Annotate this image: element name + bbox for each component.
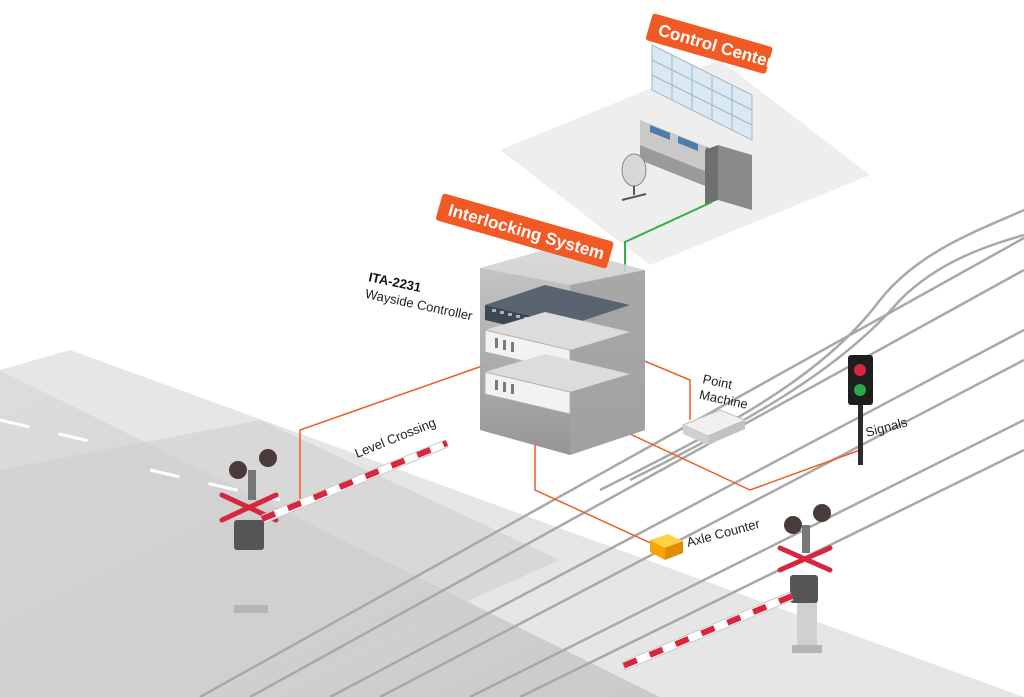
signals-label: Signals [864, 414, 910, 440]
banner-background [645, 13, 773, 74]
point-machine [681, 409, 747, 445]
point-machine-label: Point Machine [698, 371, 749, 412]
control-center [621, 44, 753, 210]
banner-background [435, 193, 614, 269]
signal-green-light [854, 384, 866, 396]
signal-red-light [854, 364, 866, 376]
level-crossing-right-barrier [621, 591, 794, 671]
video-wall [651, 44, 753, 141]
point-machine-label-line1: Point [701, 371, 733, 392]
interlocking-cabinet [480, 246, 645, 455]
axle-counter [650, 534, 683, 560]
operator-chair [621, 153, 647, 201]
railway-signal [848, 355, 873, 465]
link-signals [599, 419, 861, 491]
level-crossing-right [777, 504, 833, 653]
link-point-machine [629, 354, 691, 420]
level-crossing-left-barrier [260, 439, 449, 524]
link-level-crossing [299, 364, 486, 500]
controller-label: ITA-2231 Wayside Controller [364, 269, 475, 323]
control-link [624, 201, 713, 272]
axle-counter-label: Axle Counter [685, 516, 762, 550]
level-crossing-right-sign [777, 545, 833, 573]
wayside-controller-unit-2 [484, 354, 630, 415]
server-rack [705, 145, 752, 210]
